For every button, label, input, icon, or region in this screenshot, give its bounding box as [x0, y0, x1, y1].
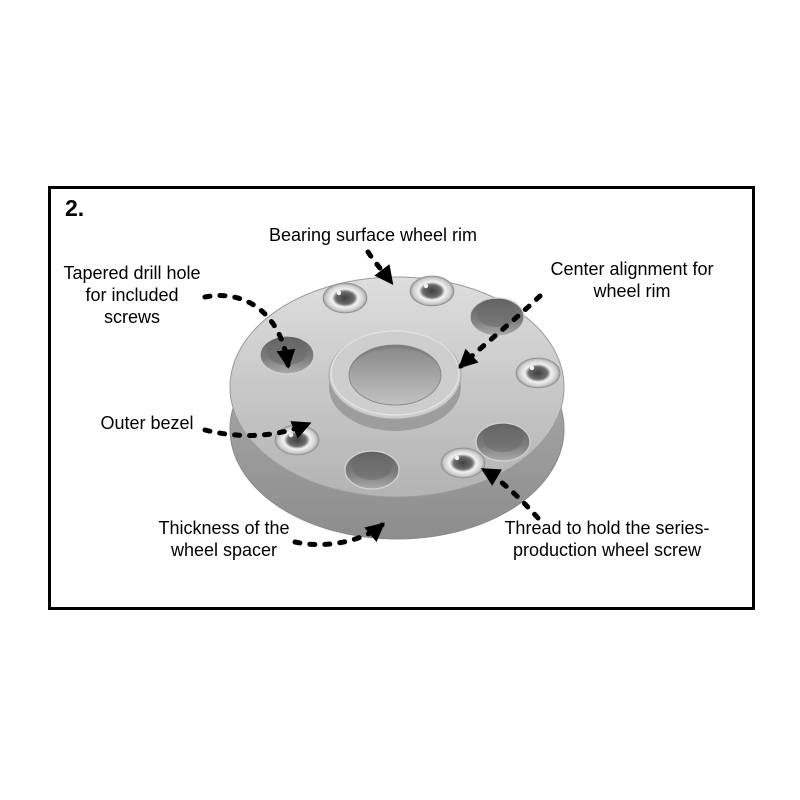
- label-bearing-surface: Bearing surface wheel rim: [258, 224, 488, 246]
- label-outer-bezel: Outer bezel: [91, 412, 203, 434]
- threaded-hole: [409, 275, 455, 307]
- label-outer-bezel-text: Outer bezel: [100, 413, 194, 433]
- threaded-hole: [322, 282, 368, 314]
- arrow-center-alignment: [458, 293, 543, 369]
- label-bearing-surface-text: Bearing surface wheel rim: [268, 225, 478, 245]
- threaded-hole: [440, 447, 486, 479]
- diagram-frame: 2. Bearing surface wheel rim Tapered dri…: [48, 186, 755, 610]
- annotation-arrows: [202, 249, 543, 547]
- drill-hole: [344, 450, 400, 490]
- arrow-thread: [480, 467, 541, 521]
- drill-hole: [475, 422, 531, 462]
- arrow-outer-bezel: [202, 421, 312, 439]
- label-thickness: Thickness of the wheel spacer: [158, 518, 290, 560]
- drill-hole: [469, 297, 525, 337]
- center-bore: [328, 330, 462, 431]
- arrow-tapered-drill-hole: [202, 293, 296, 369]
- label-center-alignment: Center alignment for wheel rim: [550, 259, 714, 301]
- label-tapered-drill-hole: Tapered drill hole for included screws: [63, 263, 201, 327]
- arrow-bearing-surface: [365, 249, 394, 286]
- arrow-thickness: [292, 522, 385, 547]
- threaded-hole: [515, 357, 561, 389]
- drill-holes: [259, 297, 531, 490]
- label-thread: Thread to hold the series- production wh…: [504, 518, 710, 560]
- step-number: 2.: [65, 195, 85, 221]
- wheel-spacer-illustration: [202, 249, 565, 547]
